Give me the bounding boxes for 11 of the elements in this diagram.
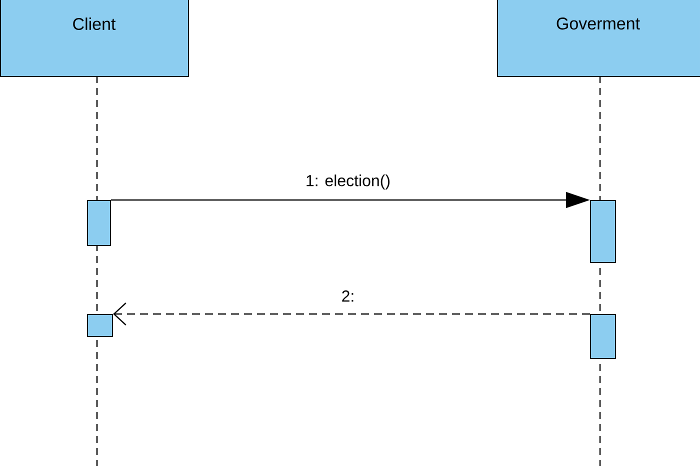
lifeline-head-box [0, 0, 189, 77]
message-label: 1: election() [306, 174, 390, 190]
node-label: Client [73, 18, 116, 30]
activation-bar [87, 200, 111, 246]
message-arrow [113, 302, 590, 326]
activation-bar [590, 200, 616, 263]
message-label: 2: [342, 290, 354, 302]
activation-bar [590, 314, 616, 359]
node-label: Goverment [556, 18, 640, 30]
lifeline-head-box [497, 0, 700, 77]
activation-bar [87, 314, 113, 337]
